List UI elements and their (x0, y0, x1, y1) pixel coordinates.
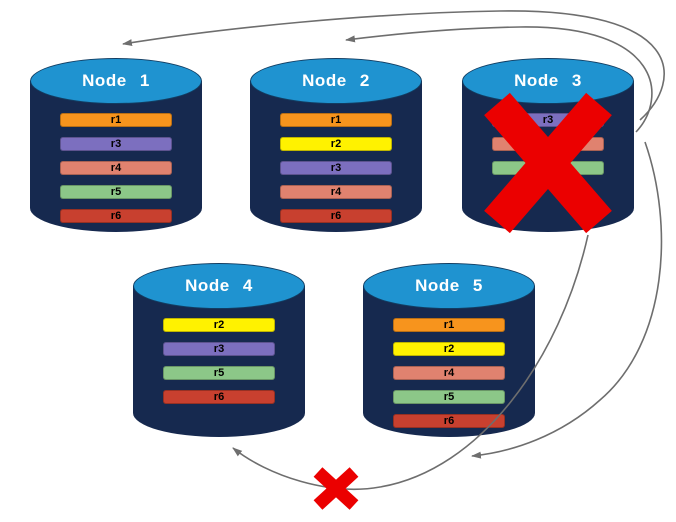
node-1-label: Node 1 (82, 71, 150, 90)
node-3-cylinder-top: Node 3 (462, 58, 634, 104)
replica-bar-r4: r4 (280, 185, 392, 199)
replica-bar-r3: r3 (280, 161, 392, 175)
replica-bar-r4: r4 (393, 366, 505, 380)
node-1-cylinder-top: Node 1 (30, 58, 202, 104)
replica-bar-r3: r3 (492, 113, 604, 127)
node-5: Node 5 r1 r2 r4 r5 r6 (363, 263, 535, 437)
replica-bar-r2: r2 (163, 318, 275, 332)
replica-bar-r3: r3 (60, 137, 172, 151)
replica-bar-r5: r5 (163, 366, 275, 380)
replica-bar-r5: r5 (393, 390, 505, 404)
node-2: Node 2 r1 r2 r3 r4 r6 (250, 58, 422, 232)
replica-bar-r6: r6 (393, 414, 505, 428)
node-2-replica-list: r1 r2 r3 r4 r6 (250, 113, 422, 223)
replica-bar-r4: r4 (60, 161, 172, 175)
node-4: Node 4 r2 r3 r5 r6 (133, 263, 305, 437)
node-1-replica-list: r1 r3 r4 r5 r6 (30, 113, 202, 223)
replica-bar-r4: r4 (492, 137, 604, 151)
node-5-label: Node 5 (415, 276, 483, 295)
node-4-replica-list: r2 r3 r5 r6 (133, 318, 305, 404)
replica-bar-r6: r6 (60, 209, 172, 223)
replica-bar-r5: r5 (492, 161, 604, 175)
replica-bar-r5: r5 (60, 185, 172, 199)
replica-bar-r2: r2 (393, 342, 505, 356)
node-5-cylinder-top: Node 5 (363, 263, 535, 309)
node-4-label: Node 4 (185, 276, 253, 295)
arrow-failure-x-icon (313, 467, 359, 510)
node-4-cylinder-top: Node 4 (133, 263, 305, 309)
node-1: Node 1 r1 r3 r4 r5 r6 (30, 58, 202, 232)
replica-bar-r1: r1 (280, 113, 392, 127)
node-5-replica-list: r1 r2 r4 r5 r6 (363, 318, 535, 428)
replica-bar-r3: r3 (163, 342, 275, 356)
node-3-label: Node 3 (514, 71, 582, 90)
node-3-replica-list: r3 r4 r5 (462, 113, 634, 175)
replica-bar-r2: r2 (280, 137, 392, 151)
replica-bar-r6: r6 (163, 390, 275, 404)
replica-bar-r6: r6 (280, 209, 392, 223)
node-3: Node 3 r3 r4 r5 (462, 58, 634, 232)
replica-bar-r1: r1 (393, 318, 505, 332)
replica-bar-r1: r1 (60, 113, 172, 127)
node-2-cylinder-top: Node 2 (250, 58, 422, 104)
node-2-label: Node 2 (302, 71, 370, 90)
